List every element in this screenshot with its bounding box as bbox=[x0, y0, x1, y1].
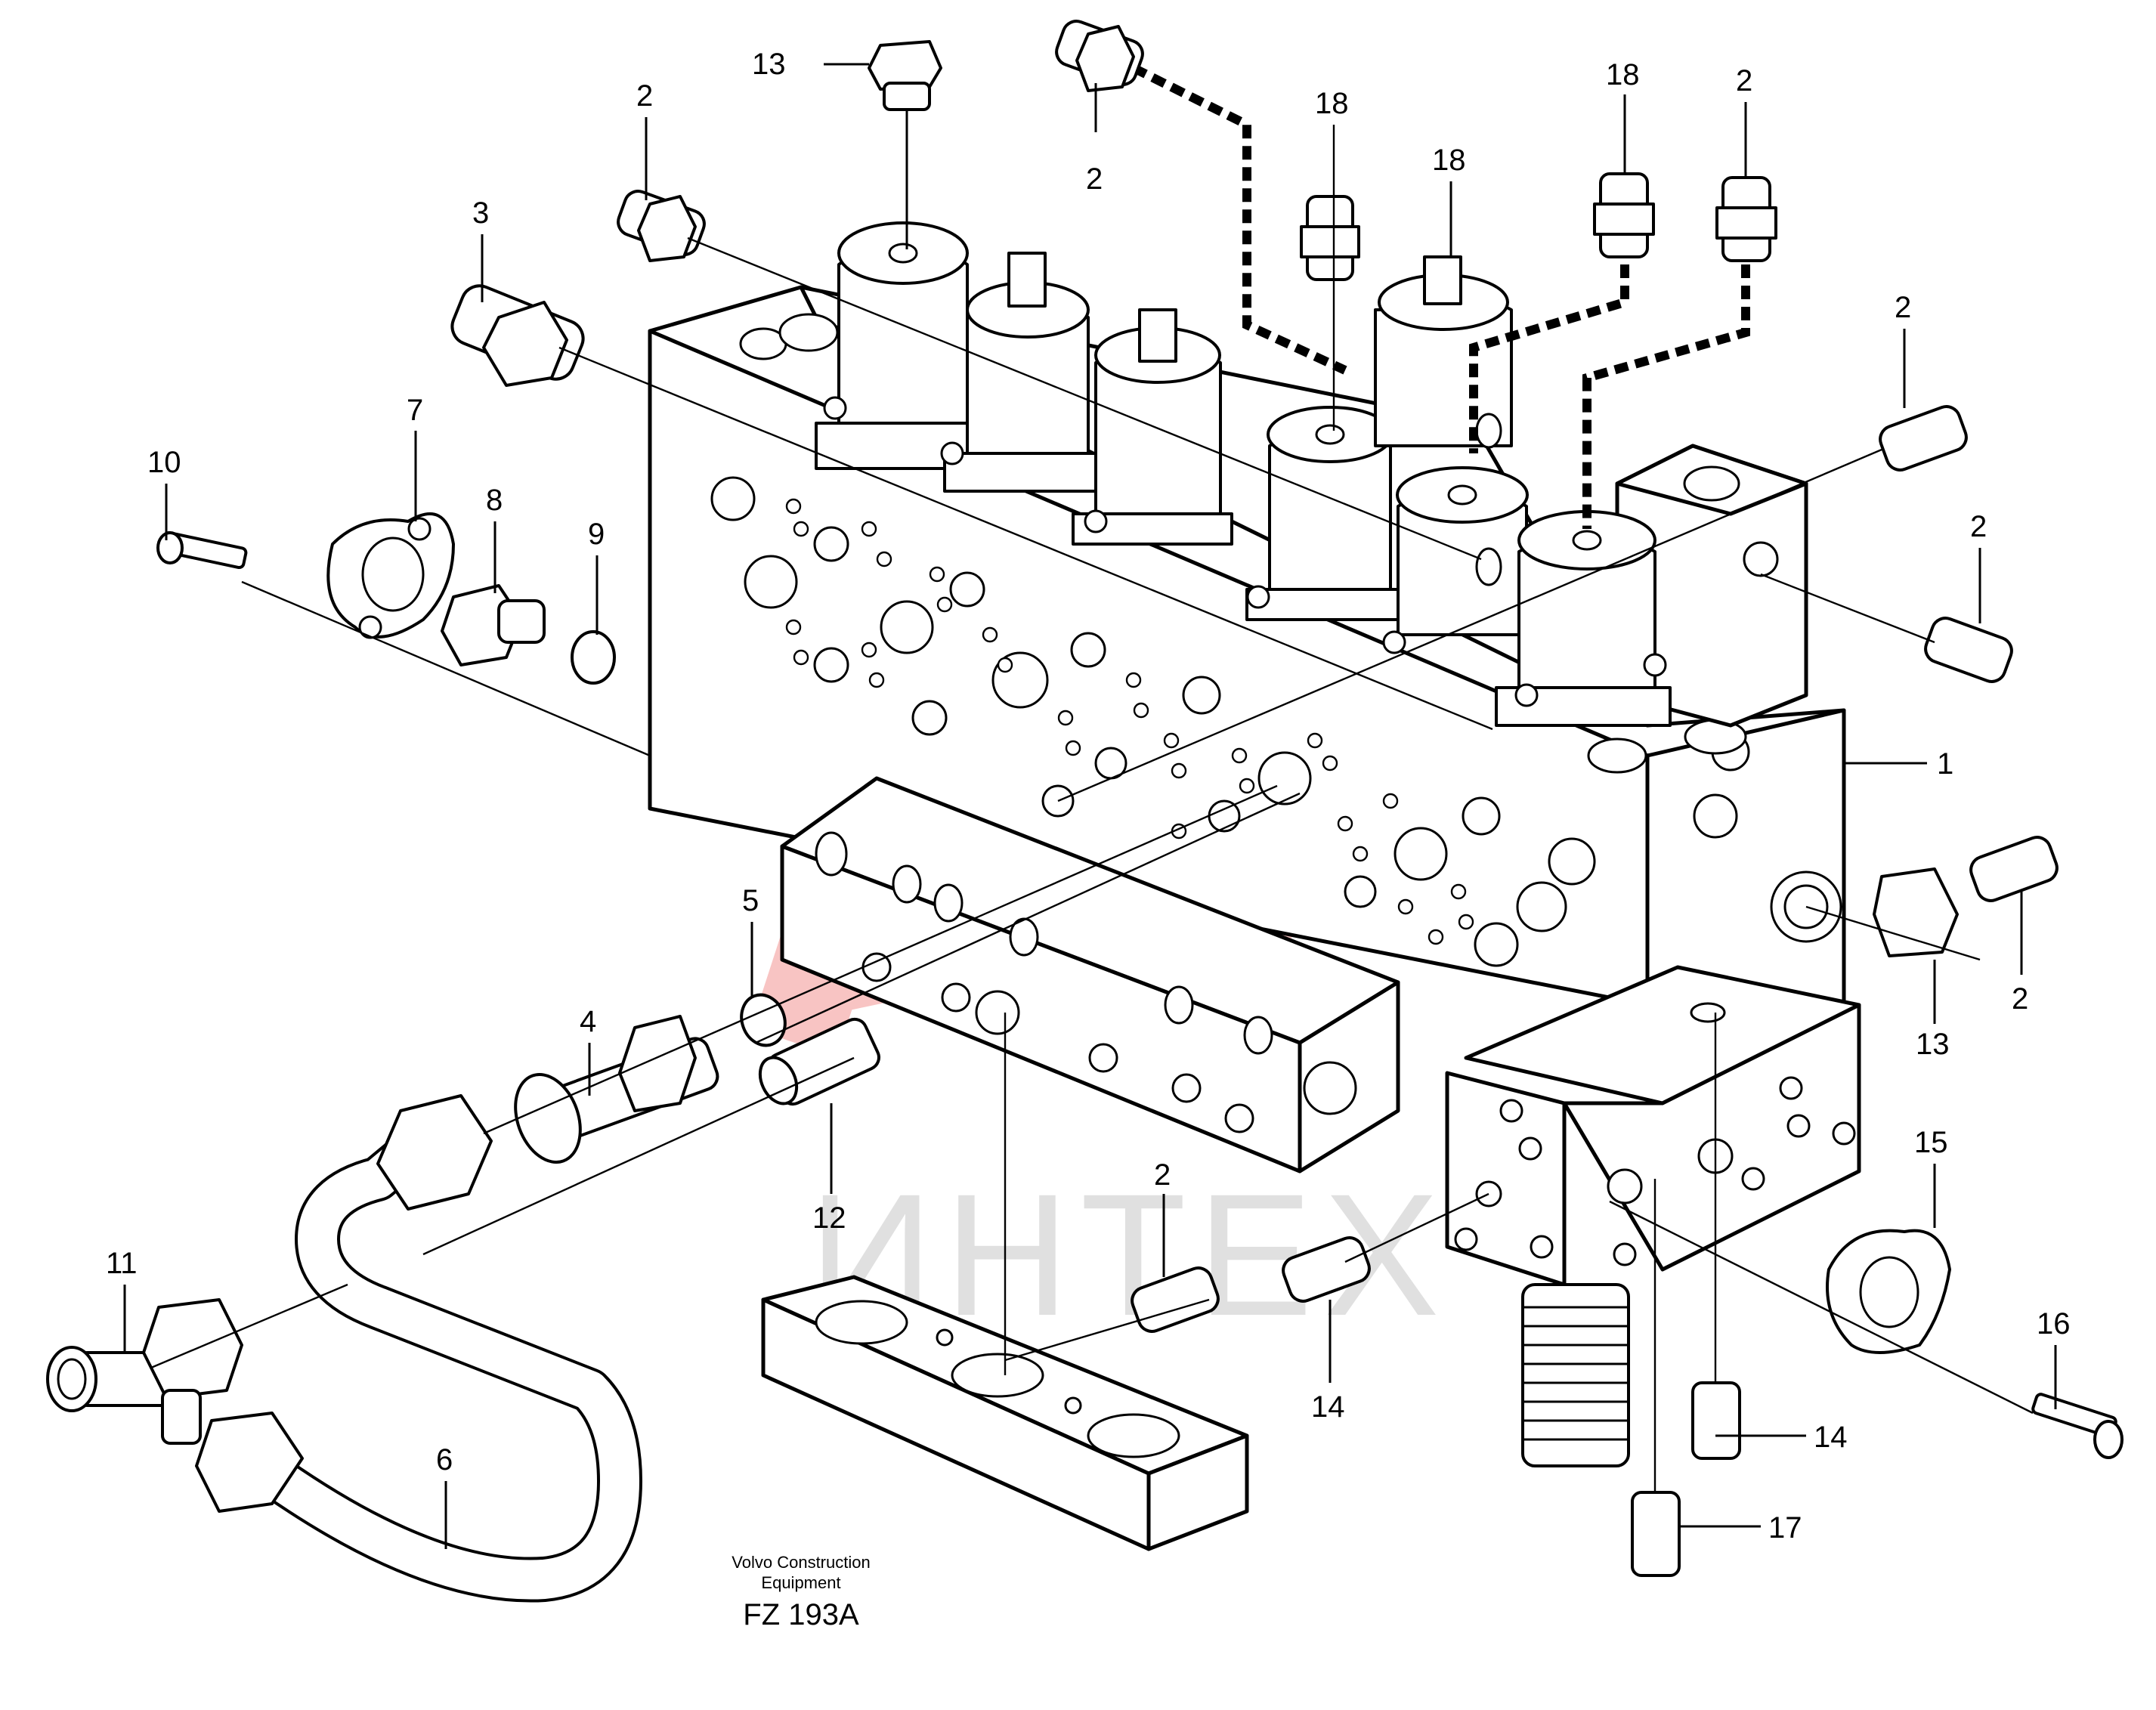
bolt-16 bbox=[2031, 1393, 2124, 1459]
callout-12: 12 bbox=[812, 1201, 846, 1235]
callout-2-bottom: 2 bbox=[1154, 1158, 1171, 1192]
callout-8: 8 bbox=[486, 484, 503, 517]
right-upper-block bbox=[1615, 444, 1808, 728]
callout-6: 6 bbox=[436, 1443, 453, 1477]
callout-2-upper-right: 2 bbox=[1736, 64, 1752, 97]
callout-18-mid: 18 bbox=[1432, 144, 1466, 177]
callout-2-right-mid: 2 bbox=[1970, 510, 1987, 543]
solenoid-7 bbox=[1495, 510, 1672, 727]
callout-17: 17 bbox=[1768, 1511, 1802, 1545]
callout-4: 4 bbox=[580, 1005, 596, 1038]
callout-16: 16 bbox=[2037, 1307, 2071, 1340]
dashed-hose-lines bbox=[1131, 63, 1750, 529]
fitting-18-right bbox=[1593, 172, 1655, 258]
tee-fitting bbox=[46, 1298, 243, 1445]
o-ring-5 bbox=[740, 993, 787, 1047]
callout-2-upper-left: 2 bbox=[636, 79, 653, 113]
callout-2-top: 2 bbox=[1086, 162, 1103, 196]
plug-13-top bbox=[868, 40, 942, 111]
callout-18-left: 18 bbox=[1315, 87, 1349, 120]
callout-18-right: 18 bbox=[1606, 58, 1640, 91]
callout-7: 7 bbox=[407, 394, 423, 427]
callout-2-right-top: 2 bbox=[1895, 291, 1911, 324]
pipe-assembly bbox=[195, 1094, 642, 1603]
fitting-14-bottom bbox=[1691, 1381, 1741, 1460]
callout-15: 15 bbox=[1914, 1126, 1948, 1159]
solenoid-1 bbox=[815, 221, 984, 470]
fitting-4 bbox=[514, 1015, 719, 1164]
bolt-10 bbox=[156, 530, 248, 570]
solenoid-6 bbox=[1382, 466, 1529, 654]
callout-13-top: 13 bbox=[752, 48, 786, 81]
callout-13-right: 13 bbox=[1916, 1028, 1950, 1061]
fitting-2-upper-left bbox=[617, 190, 706, 262]
o-ring-9 bbox=[571, 630, 616, 685]
fitting-2-right-low bbox=[1969, 836, 2059, 902]
fitting-2-top bbox=[1055, 20, 1144, 92]
callout-3: 3 bbox=[472, 196, 489, 230]
leader-lines bbox=[123, 63, 2057, 1549]
solenoid-3 bbox=[1072, 308, 1233, 546]
callout-14-right: 14 bbox=[1814, 1421, 1848, 1454]
callout-labels: 13 2 3 7 10 8 9 2 18 18 18 2 2 2 1 13 2 … bbox=[106, 48, 2071, 1545]
callout-14-left: 14 bbox=[1311, 1390, 1345, 1424]
flange-15 bbox=[1826, 1229, 1951, 1354]
fitting-12 bbox=[758, 1017, 880, 1106]
fitting-2-right-top bbox=[1879, 405, 1968, 472]
fitting-2-right-mid bbox=[1924, 617, 2013, 683]
fitting-3 bbox=[450, 284, 585, 387]
right-lower-valve-block bbox=[1445, 965, 1861, 1467]
figure-footer: Volvo Construction Equipment FZ 193A bbox=[732, 1553, 870, 1631]
plug-13-right bbox=[1873, 867, 1959, 957]
solenoid-5 bbox=[1374, 255, 1513, 449]
top-face-ports bbox=[739, 313, 1747, 774]
fitting-17 bbox=[1631, 1491, 1681, 1577]
fitting-14-left bbox=[1282, 1236, 1371, 1303]
callout-11: 11 bbox=[106, 1247, 138, 1280]
figure-code: FZ 193A bbox=[743, 1598, 859, 1631]
fitting-2-upper-right bbox=[1715, 176, 1777, 262]
fitting-18-left bbox=[1300, 195, 1360, 281]
callout-10: 10 bbox=[147, 446, 181, 479]
callout-2-right-low: 2 bbox=[2012, 982, 2028, 1016]
brand-line-2: Equipment bbox=[761, 1573, 840, 1592]
callout-5: 5 bbox=[742, 884, 759, 917]
callout-9: 9 bbox=[588, 518, 605, 551]
flange-7 bbox=[326, 512, 455, 639]
brand-line-1: Volvo Construction bbox=[732, 1553, 870, 1572]
plug-8 bbox=[441, 584, 546, 666]
block-bolt-holes bbox=[785, 498, 1474, 945]
callout-1: 1 bbox=[1937, 747, 1953, 781]
lower-manifold bbox=[780, 776, 1400, 1173]
